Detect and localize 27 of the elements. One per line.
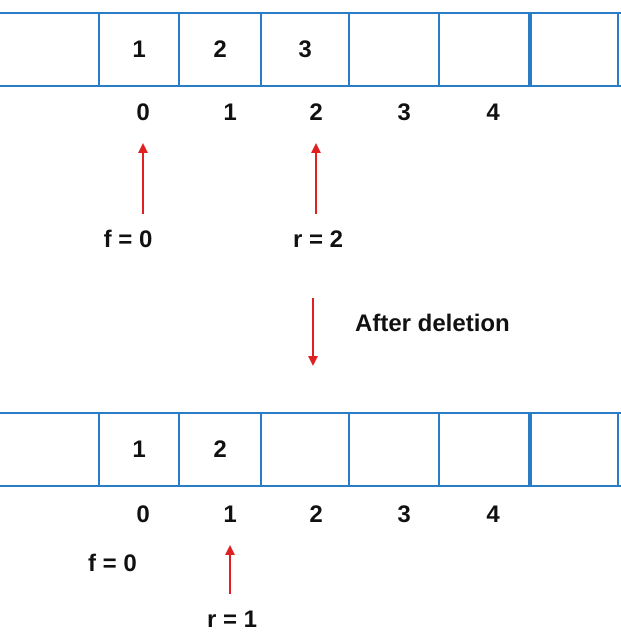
array-row <box>0 412 621 487</box>
cell-value: 2 <box>213 38 227 62</box>
array-row <box>0 12 621 87</box>
cell-value: 3 <box>298 38 312 62</box>
arrow <box>311 143 321 214</box>
pointer-label: r = 1 <box>206 608 258 632</box>
array-cell <box>530 414 619 485</box>
arrow <box>225 545 235 594</box>
arrow <box>138 143 148 214</box>
cell-value: 1 <box>132 38 146 62</box>
pointer-label: f = 0 <box>104 228 152 252</box>
index-number: 2 <box>309 503 323 527</box>
index-number: 1 <box>223 101 237 125</box>
array-cell <box>530 14 619 85</box>
index-number: 2 <box>309 101 323 125</box>
index-number: 1 <box>223 503 237 527</box>
cell-value: 2 <box>213 438 227 462</box>
cell-value: 1 <box>132 438 146 462</box>
index-number: 3 <box>397 101 411 125</box>
index-number: 3 <box>397 503 411 527</box>
pointer-label: f = 0 <box>88 552 137 576</box>
index-number: 4 <box>486 101 500 125</box>
index-number: 0 <box>136 503 150 527</box>
caption-text: After deletion <box>355 312 510 336</box>
pointer-label: r = 2 <box>292 228 344 252</box>
index-number: 4 <box>486 503 500 527</box>
index-number: 0 <box>136 101 150 125</box>
